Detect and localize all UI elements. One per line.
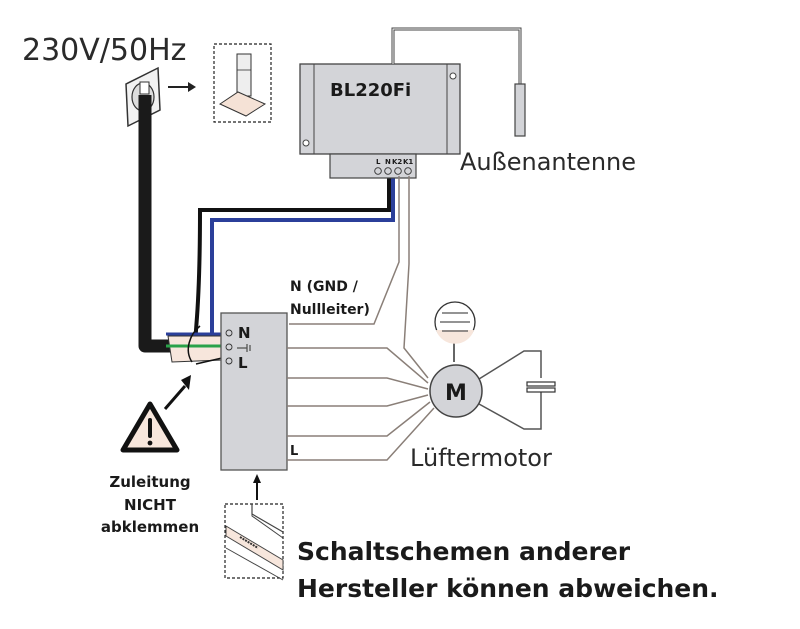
neutral-label-line2: Nullleiter)	[290, 302, 370, 318]
terminal-label-k1: K1	[403, 158, 413, 166]
footer-line1: Schaltschemen anderer	[297, 537, 631, 566]
hood-terminal-box: N L L	[220, 312, 298, 471]
terminal-label-n: N	[385, 158, 391, 166]
hood-output-l: L	[290, 444, 298, 459]
capacitor-plate-top	[526, 381, 556, 387]
arrow-up-icon	[253, 474, 261, 500]
cooker-hood-icon	[213, 43, 272, 123]
wire-neutral-to-controller	[210, 176, 395, 334]
motor-symbol: M	[445, 381, 467, 406]
outdoor-antenna	[391, 27, 526, 137]
terminal-label-k2: K2	[392, 158, 402, 166]
controller-box: BL220Fi L N K2 K1	[299, 63, 461, 179]
warning-line3: abklemmen	[101, 518, 199, 536]
warning-triangle-icon	[120, 401, 180, 453]
warning-line2: NICHT	[124, 496, 177, 514]
wire-k1	[403, 176, 429, 379]
hood-terminal-n: N	[238, 324, 251, 342]
warning-arrow-icon	[163, 375, 191, 410]
footer-line2: Hersteller können abweichen.	[297, 574, 719, 603]
cable-insulation	[166, 325, 223, 365]
terminal-screws-icon	[374, 167, 412, 175]
warning-line1: Zuleitung	[109, 473, 190, 491]
antenna-label: Außenantenne	[460, 148, 636, 176]
wire-k2	[289, 176, 400, 325]
terminal-detail-icon	[224, 503, 284, 581]
arrow-right-icon	[168, 82, 196, 92]
supply-cable	[138, 95, 176, 353]
terminal-label-l: L	[376, 158, 381, 166]
motor-wires	[287, 347, 435, 461]
hood-terminal-l: L	[238, 354, 248, 372]
motor-label: Lüftermotor	[410, 444, 552, 472]
motor-icon: M	[429, 301, 556, 430]
earth-symbol-icon	[237, 344, 251, 352]
hood-terminal-screws-icon	[225, 329, 233, 365]
controller-model-label: BL220Fi	[330, 80, 411, 101]
capacitor-plate-bottom	[526, 387, 556, 393]
neutral-label-line1: N (GND /	[290, 279, 359, 295]
supply-voltage-label: 230V/50Hz	[22, 33, 186, 68]
